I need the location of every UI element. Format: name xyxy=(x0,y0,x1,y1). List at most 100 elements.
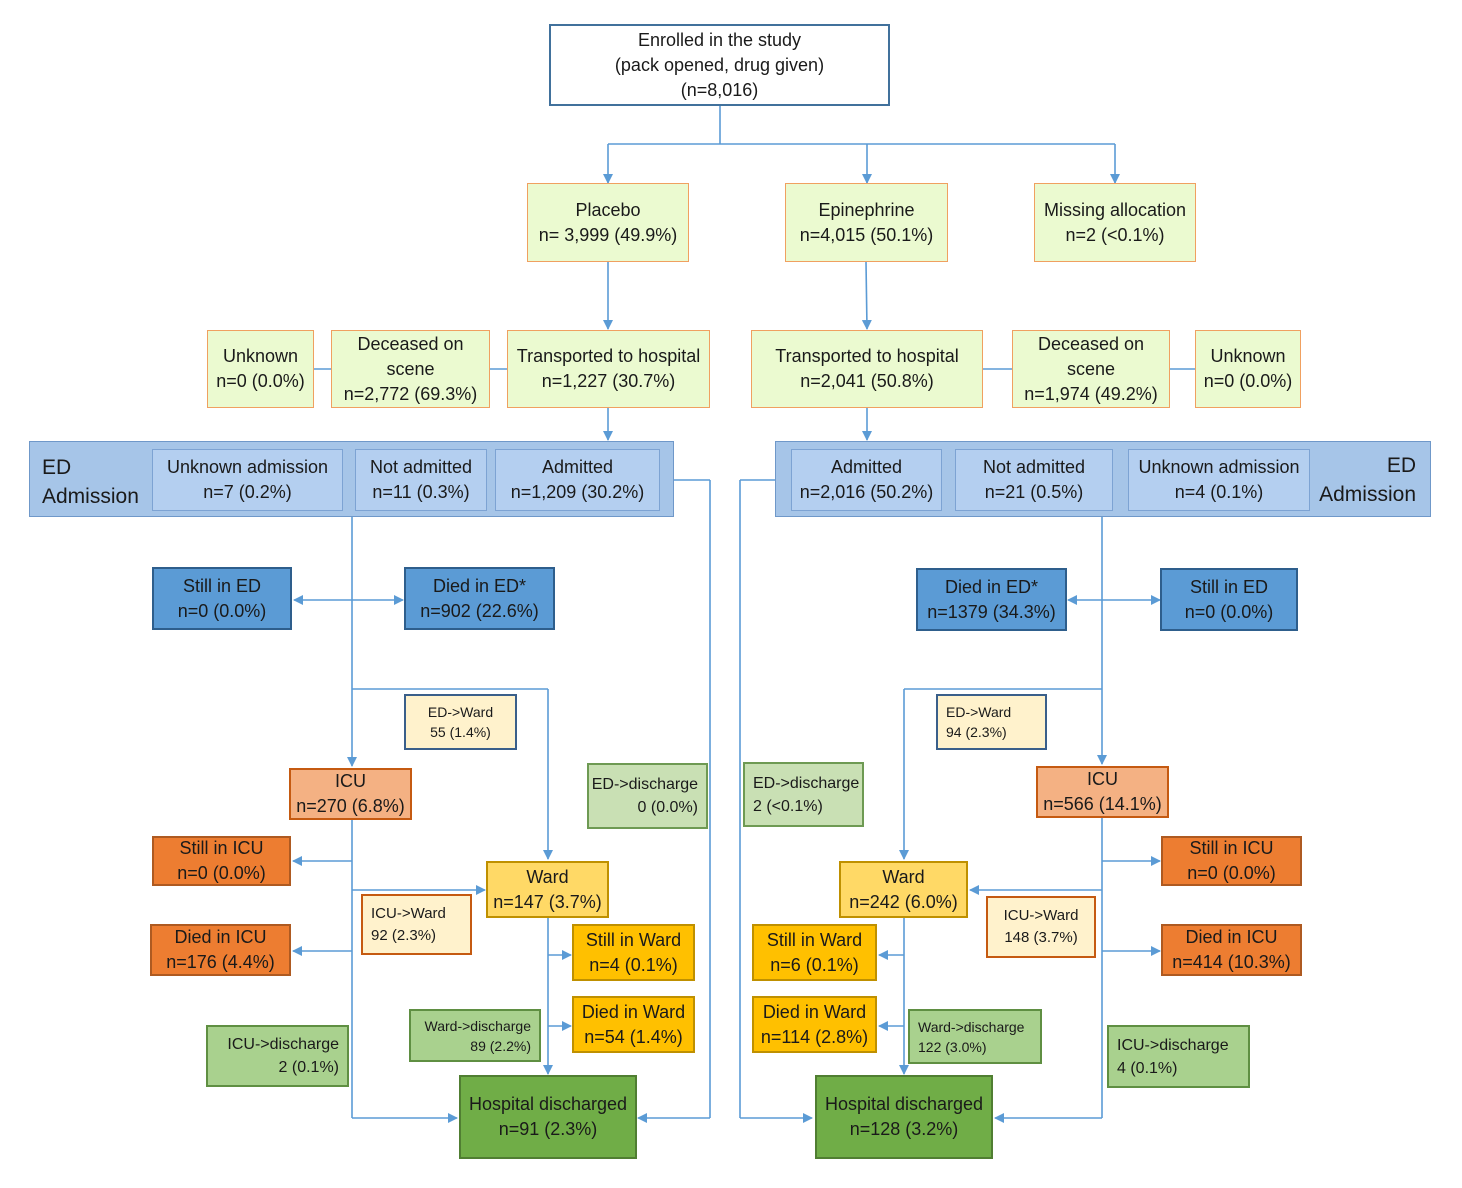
missing-count: n=2 (<0.1%) xyxy=(1065,224,1165,245)
left-ed-label-line1: ED xyxy=(42,456,72,479)
left-discharged-count: n=91 (2.3%) xyxy=(498,1119,598,1139)
right-ed-discharge-count: 2 (<0.1%) xyxy=(753,797,823,815)
right-not-admitted-box: Not admitted n=21 (0.5%) xyxy=(955,449,1113,511)
right-icu-ward-box: ICU->Ward 148 (3.7%) xyxy=(986,896,1096,958)
right-transported-box: Transported to hospital n=2,041 (50.8%) xyxy=(751,330,983,408)
right-still-icu-label: Still in ICU xyxy=(1189,838,1274,858)
right-died-ward-count: n=114 (2.8%) xyxy=(760,1026,869,1047)
left-icu-discharge-count: 2 (0.1%) xyxy=(278,1059,339,1076)
enrolled-line1: Enrolled in the study xyxy=(637,29,802,50)
left-ed-discharge-label: ED->discharge xyxy=(591,776,698,793)
left-transported-count: n=1,227 (30.7%) xyxy=(541,371,676,391)
left-died-ed-box: Died in ED* n=902 (22.6%) xyxy=(404,567,555,630)
left-unknown-admission-box: Unknown admission n=7 (0.2%) xyxy=(152,449,343,511)
placebo-count: n= 3,999 (49.9%) xyxy=(538,224,678,245)
right-transported-label: Transported to hospital xyxy=(775,346,959,366)
left-not-admitted-box: Not admitted n=11 (0.3%) xyxy=(355,449,487,511)
left-ed-ward-count: 55 (1.4%) xyxy=(430,724,491,740)
right-ward-box: Ward n=242 (6.0%) xyxy=(839,861,968,918)
right-icu-discharge-label: ICU->discharge xyxy=(1117,1036,1229,1054)
left-died-icu-box: Died in ICU n=176 (4.4%) xyxy=(150,924,291,976)
right-not-admitted-count: n=21 (0.5%) xyxy=(984,482,1084,502)
left-icu-ward-count: 92 (2.3%) xyxy=(371,926,437,944)
left-icu-ward-box: ICU->Ward 92 (2.3%) xyxy=(361,894,472,955)
right-icu-discharge-count: 4 (0.1%) xyxy=(1117,1059,1178,1077)
right-ed-ward-box: ED->Ward 94 (2.3%) xyxy=(936,694,1047,750)
right-icu-count: n=566 (14.1%) xyxy=(1043,794,1162,814)
left-still-icu-count: n=0 (0.0%) xyxy=(177,863,266,883)
right-still-ed-label: Still in ED xyxy=(1189,576,1269,597)
left-unknown-box: Unknown n=0 (0.0%) xyxy=(207,330,314,408)
left-ward-box: Ward n=147 (3.7%) xyxy=(486,861,609,918)
left-still-ward-label: Still in Ward xyxy=(585,929,682,950)
left-ed-label: ED Admission xyxy=(42,453,139,511)
right-ed-discharge-label: ED->discharge xyxy=(753,774,860,792)
left-died-ward-box: Died in Ward n=54 (1.4%) xyxy=(572,996,695,1053)
right-unknown-admission-box: Unknown admission n=4 (0.1%) xyxy=(1128,449,1310,511)
right-ward-label: Ward xyxy=(882,866,925,887)
left-not-admitted-count: n=11 (0.3%) xyxy=(372,482,470,502)
right-ward-discharge-box: Ward->discharge 122 (3.0%) xyxy=(908,1009,1042,1064)
epinephrine-count: n=4,015 (50.1%) xyxy=(799,224,934,245)
left-died-icu-count: n=176 (4.4%) xyxy=(166,952,275,972)
left-unknown-label: Unknown xyxy=(222,346,299,366)
left-icu-label: ICU xyxy=(335,771,366,791)
right-admitted-count: n=2,016 (50.2%) xyxy=(799,482,934,502)
right-deceased-box: Deceased on scene n=1,974 (49.2%) xyxy=(1012,330,1170,408)
left-died-ward-label: Died in Ward xyxy=(581,1001,686,1022)
right-ed-ward-label: ED->Ward xyxy=(946,704,1012,720)
right-ward-discharge-label: Ward->discharge xyxy=(918,1018,1025,1035)
left-still-ed-count: n=0 (0.0%) xyxy=(177,600,267,621)
left-still-ed-label: Still in ED xyxy=(182,575,262,596)
left-died-icu-label: Died in ICU xyxy=(174,927,267,947)
right-unknown-count: n=0 (0.0%) xyxy=(1203,371,1293,391)
left-icu-ward-label: ICU->Ward xyxy=(371,904,446,922)
left-died-ed-label: Died in ED* xyxy=(432,575,527,596)
enrolled-box: Enrolled in the study (pack opened, drug… xyxy=(549,24,890,106)
left-admitted-label: Admitted xyxy=(541,457,614,477)
right-died-ed-count: n=1379 (34.3%) xyxy=(927,601,1056,622)
right-still-ward-label: Still in Ward xyxy=(766,929,863,950)
right-transported-count: n=2,041 (50.8%) xyxy=(800,371,934,391)
right-still-icu-box: Still in ICU n=0 (0.0%) xyxy=(1161,836,1302,886)
right-died-icu-box: Died in ICU n=414 (10.3%) xyxy=(1161,924,1302,976)
missing-label: Missing allocation xyxy=(1043,199,1187,220)
left-ed-ward-box: ED->Ward 55 (1.4%) xyxy=(404,694,517,750)
left-died-ward-count: n=54 (1.4%) xyxy=(584,1026,683,1047)
left-ward-discharge-box: Ward->discharge 89 (2.2%) xyxy=(409,1009,541,1062)
right-unknown-box: Unknown n=0 (0.0%) xyxy=(1195,330,1301,408)
left-hospital-discharged-box: Hospital discharged n=91 (2.3%) xyxy=(459,1075,637,1159)
left-ed-ward-label: ED->Ward xyxy=(427,704,494,720)
left-icu-count: n=270 (6.8%) xyxy=(296,796,405,816)
left-ed-label-line2: Admission xyxy=(42,485,139,508)
left-ward-label: Ward xyxy=(526,866,569,887)
missing-allocation-box: Missing allocation n=2 (<0.1%) xyxy=(1034,183,1196,262)
left-still-ward-count: n=4 (0.1%) xyxy=(589,954,678,975)
right-died-icu-label: Died in ICU xyxy=(1185,927,1278,947)
left-unknown-admission-label: Unknown admission xyxy=(166,457,329,477)
left-ed-discharge-box: ED->discharge 0 (0.0%) xyxy=(587,763,708,829)
right-deceased-line1: Deceased on xyxy=(1037,333,1145,354)
right-died-icu-count: n=414 (10.3%) xyxy=(1172,952,1291,972)
left-unknown-count: n=0 (0.0%) xyxy=(216,371,305,391)
left-admitted-count: n=1,209 (30.2%) xyxy=(510,482,645,502)
left-deceased-line2: scene xyxy=(386,358,435,379)
left-ward-discharge-count: 89 (2.2%) xyxy=(470,1037,531,1054)
right-admitted-label: Admitted xyxy=(830,457,903,477)
left-ward-count: n=147 (3.7%) xyxy=(493,891,602,912)
left-icu-box: ICU n=270 (6.8%) xyxy=(289,768,412,820)
right-icu-label: ICU xyxy=(1087,769,1118,789)
right-icu-discharge-box: ICU->discharge 4 (0.1%) xyxy=(1107,1025,1250,1088)
left-died-ed-count: n=902 (22.6%) xyxy=(420,600,539,621)
left-discharged-label: Hospital discharged xyxy=(468,1094,628,1114)
right-ward-discharge-count: 122 (3.0%) xyxy=(918,1038,987,1055)
left-icu-discharge-box: ICU->discharge 2 (0.1%) xyxy=(206,1025,349,1087)
right-died-ward-label: Died in Ward xyxy=(762,1001,867,1022)
right-died-ed-box: Died in ED* n=1379 (34.3%) xyxy=(916,568,1067,631)
right-discharged-count: n=128 (3.2%) xyxy=(849,1119,959,1139)
right-icu-ward-label: ICU->Ward xyxy=(1003,907,1079,924)
right-ed-ward-count: 94 (2.3%) xyxy=(946,724,1007,740)
right-deceased-line2: scene xyxy=(1066,358,1116,379)
right-still-icu-count: n=0 (0.0%) xyxy=(1187,863,1276,883)
